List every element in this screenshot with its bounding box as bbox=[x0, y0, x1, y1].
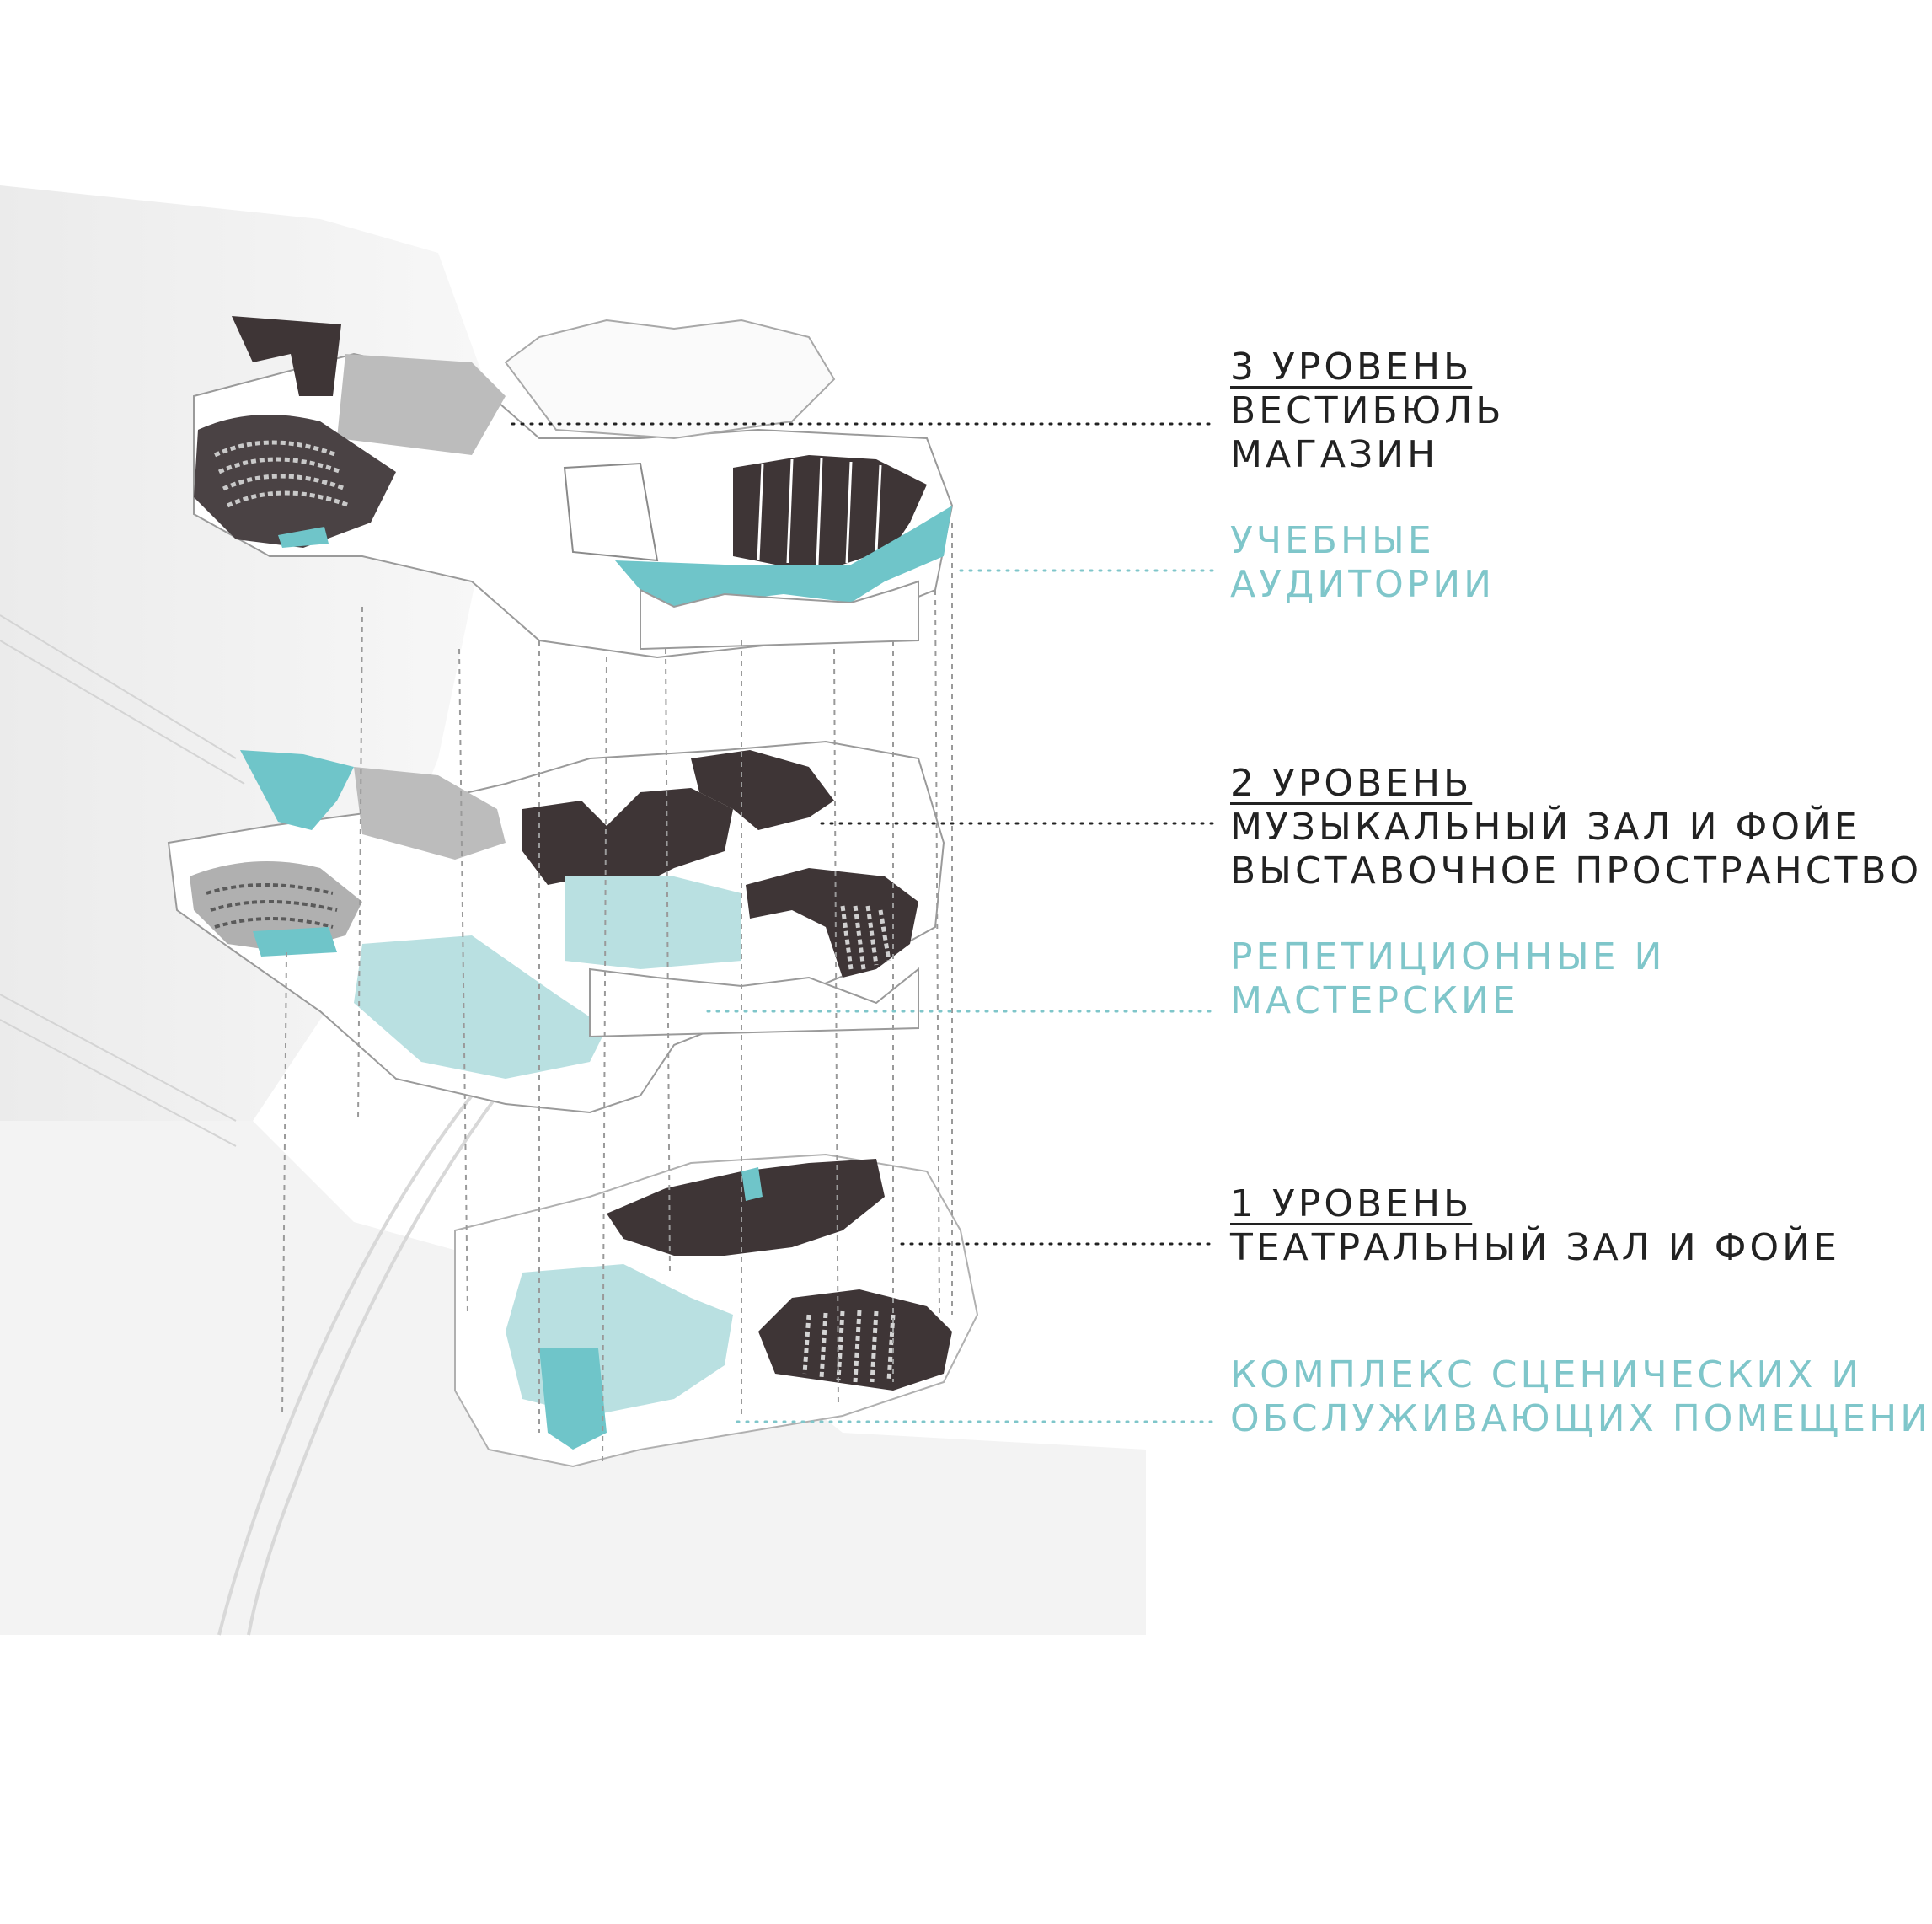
level-3-upper-wing bbox=[504, 319, 836, 440]
level-1-teal-label: КОМПЛЕКС СЦЕНИЧЕСКИХ И ОБСЛУЖИВАЮЩИХ ПОМ… bbox=[1230, 1353, 1932, 1441]
level-2-grey-block bbox=[354, 767, 506, 860]
level-2-label: 2 УРОВЕНЬ МУЗЫКАЛЬНЫЙ ЗАЛ И ФОЙЕ ВЫСТАВО… bbox=[1230, 762, 1922, 893]
level-2-rehearsal-light-teal-2 bbox=[565, 876, 741, 969]
level-2-plan bbox=[167, 740, 945, 1114]
level-1-heading: 1 УРОВЕНЬ bbox=[1230, 1182, 1473, 1225]
level-1-plan bbox=[454, 1153, 979, 1468]
level-3-teal-line-1: УЧЕБНЫЕ bbox=[1230, 519, 1435, 562]
level-3-dark-line-2: МАГАЗИН bbox=[1230, 433, 1439, 476]
level-3-teal-small bbox=[278, 527, 329, 548]
level-3-white-room bbox=[563, 462, 659, 562]
level-1-label: 1 УРОВЕНЬ ТЕАТРАЛЬНЫЙ ЗАЛ И ФОЙЕ bbox=[1230, 1182, 1840, 1270]
level-3-dark-block-a bbox=[232, 316, 341, 396]
level-3-dark-classrooms bbox=[733, 455, 927, 565]
level-2-dark-line-1: МУЗЫКАЛЬНЫЙ ЗАЛ И ФОЙЕ bbox=[1230, 806, 1861, 849]
level-3-facade bbox=[640, 580, 919, 651]
level-3-label: 3 УРОВЕНЬ ВЕСТИБЮЛЬ МАГАЗИН bbox=[1230, 346, 1504, 477]
alignment-line-5 bbox=[602, 657, 607, 1467]
level-1-teal-accent bbox=[741, 1167, 763, 1201]
level-2-teal-label: РЕПЕТИЦИОННЫЕ И МАСТЕРСКИЕ bbox=[1230, 935, 1665, 1023]
level-1-theatre-seats bbox=[802, 1310, 896, 1383]
level-3-heading: 3 УРОВЕНЬ bbox=[1230, 346, 1473, 389]
level-2-teal-line-2: МАСТЕРСКИЕ bbox=[1230, 979, 1519, 1022]
level-1-dark-line-1: ТЕАТРАЛЬНЫЙ ЗАЛ И ФОЙЕ bbox=[1230, 1226, 1840, 1269]
road-path bbox=[217, 1094, 474, 1636]
level-3-plan bbox=[193, 316, 954, 659]
level-1-teal-line-2: ОБСЛУЖИВАЮЩИХ ПОМЕЩЕНИЙ bbox=[1230, 1397, 1932, 1440]
level-1-dark-foyer bbox=[607, 1159, 885, 1256]
level-1-teal-line-1: КОМПЛЕКС СЦЕНИЧЕСКИХ И bbox=[1230, 1353, 1863, 1396]
alignment-line-6 bbox=[665, 648, 671, 1273]
level-3-teal-line-2: АУДИТОРИИ bbox=[1230, 563, 1496, 606]
level-2-rehearsal-light-teal bbox=[354, 935, 607, 1079]
level-3-auditorium bbox=[194, 415, 396, 548]
level-3-dark-line-1: ВЕСТИБЮЛЬ bbox=[1230, 389, 1505, 432]
level-2-heading: 2 УРОВЕНЬ bbox=[1230, 762, 1473, 805]
level-2-dark-hall bbox=[522, 788, 733, 885]
alignment-line-1 bbox=[281, 951, 287, 1417]
level-2-auditorium-seats bbox=[206, 883, 338, 929]
terrain-slope-lines bbox=[0, 614, 245, 1147]
leader-lines bbox=[511, 422, 1215, 1423]
level-3-teal-label: УЧЕБНЫЕ АУДИТОРИИ bbox=[1230, 519, 1495, 607]
level-3-classroom-dividers bbox=[757, 457, 882, 565]
vertical-alignment-lines bbox=[281, 523, 953, 1467]
level-1-teal-zone bbox=[539, 1348, 607, 1450]
alignment-line-2 bbox=[357, 606, 363, 1122]
level-2-teal-line-1: РЕПЕТИЦИОННЫЕ И bbox=[1230, 935, 1666, 978]
level-2-dark-line-2: ВЫСТАВОЧНОЕ ПРОСТРАНСТВО bbox=[1230, 849, 1923, 892]
level-3-auditorium-seats bbox=[213, 440, 351, 508]
level-2-teal-strip bbox=[253, 927, 337, 957]
level-3-grey-block bbox=[337, 354, 506, 455]
level-2-teal-left bbox=[240, 750, 354, 830]
level-3-teal-classrooms bbox=[615, 506, 952, 607]
level-2-facade bbox=[589, 967, 919, 1038]
road-path-2 bbox=[247, 1094, 499, 1636]
level-2-dark-stage bbox=[691, 750, 834, 830]
